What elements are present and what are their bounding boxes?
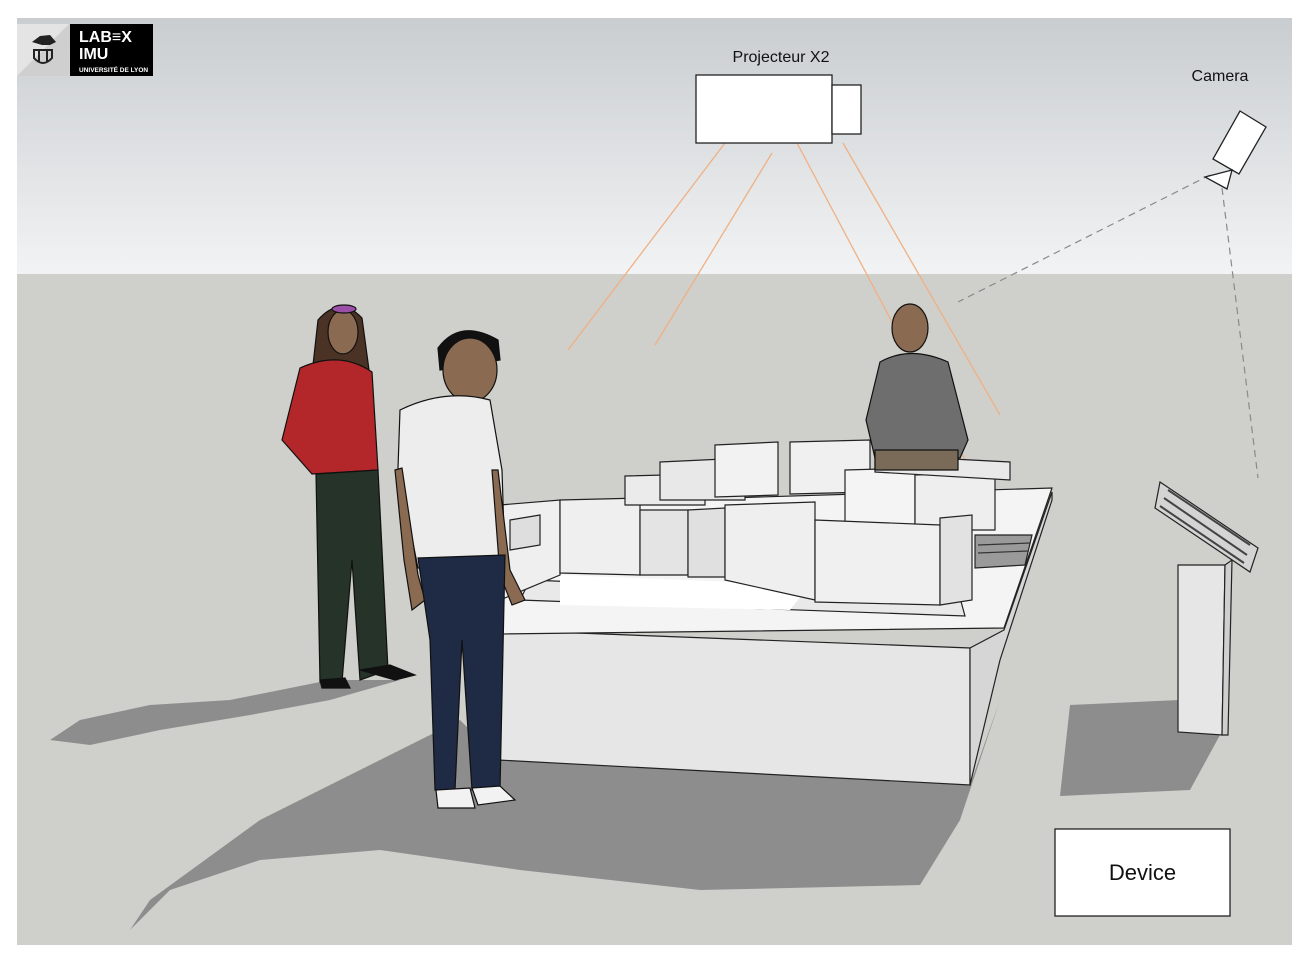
lion-crest-icon bbox=[32, 35, 56, 64]
device-box: Device bbox=[1054, 828, 1231, 917]
camera-icon bbox=[1203, 110, 1267, 190]
sky bbox=[17, 18, 1292, 274]
city-model-table bbox=[497, 439, 1053, 786]
device-label: Device bbox=[1109, 860, 1176, 885]
device-stand bbox=[1154, 480, 1259, 736]
camera-label: Camera bbox=[1192, 68, 1249, 85]
projector-icon bbox=[695, 74, 862, 144]
camera-view-lines bbox=[957, 174, 1259, 479]
logo-line-1: LAB≡X bbox=[79, 29, 132, 46]
man-gray-sweater-figure bbox=[865, 303, 969, 471]
labex-logo: LAB≡X IMU UNIVERSITÉ DE LYON bbox=[17, 24, 153, 76]
logo-line-3: UNIVERSITÉ DE LYON bbox=[79, 65, 148, 74]
man-white-shirt-figure bbox=[394, 330, 526, 809]
projector-label: Projecteur X2 bbox=[733, 49, 830, 66]
logo-line-2: IMU bbox=[79, 46, 108, 63]
woman-figure bbox=[281, 304, 417, 689]
